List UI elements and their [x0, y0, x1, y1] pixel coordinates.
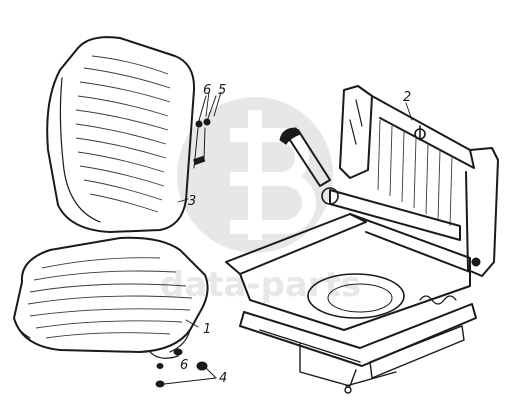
bolt-part-5	[203, 118, 211, 126]
callout-nut: 4	[219, 371, 227, 386]
callout-seat-cushion: 1	[203, 322, 211, 337]
bolt-and-washer-upper	[192, 95, 217, 169]
watermark-text: data-parts	[160, 265, 361, 305]
nut-and-washer-lower	[155, 348, 217, 388]
seat-cushion	[13, 236, 209, 359]
washer-part-6-lower	[173, 348, 183, 356]
leader-lines	[177, 91, 413, 328]
callout-washer-lower: 6	[180, 358, 188, 373]
nut-part-4	[196, 361, 208, 371]
callout-washer-upper: 6	[203, 83, 211, 98]
washer-part-6-upper	[195, 120, 203, 128]
callout-bolt: 5	[218, 83, 226, 98]
seat-frame	[225, 85, 499, 394]
callout-seat-frame: 2	[403, 90, 411, 105]
backrest	[46, 36, 196, 233]
callout-backrest: 3	[188, 194, 196, 209]
